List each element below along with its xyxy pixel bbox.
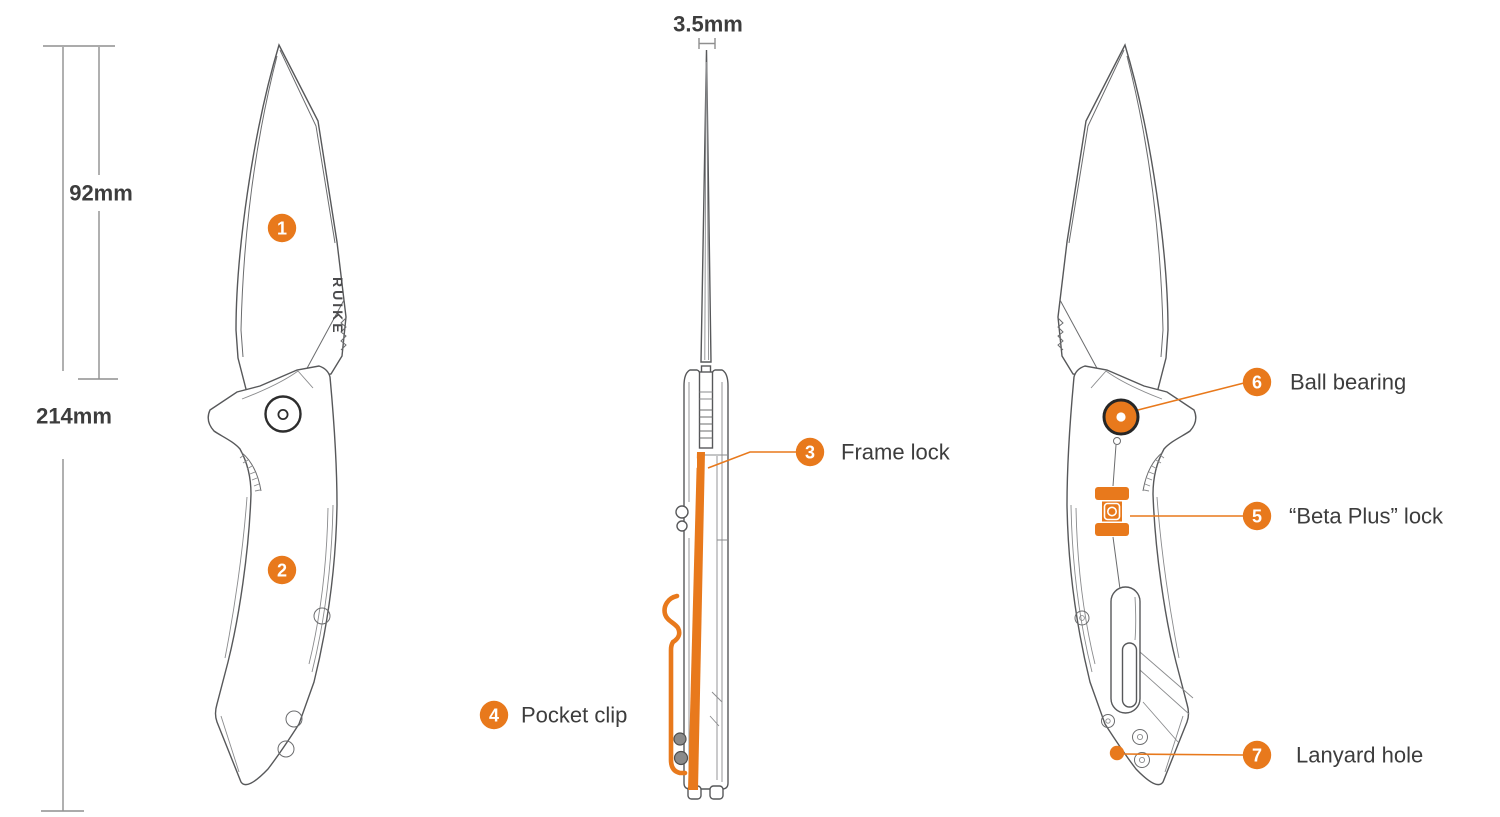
callout-3: 3 Frame lock (707, 437, 951, 469)
callout-5: 5 “Beta Plus” lock (1130, 501, 1444, 531)
spine-break-lines (703, 454, 728, 727)
ball-bearing-label: Ball bearing (1290, 369, 1406, 394)
callout-3-number: 3 (805, 442, 815, 462)
beta-lock-inner-ring (1107, 506, 1118, 517)
frame-lock-bar (688, 452, 705, 790)
lanyard-hole-marker (1109, 745, 1125, 761)
callout-6-badge (1242, 367, 1272, 397)
lanyard-tube-screw-2 (1134, 752, 1150, 768)
lock-rod (1112, 444, 1121, 590)
lanyard-tube-screw-2-center (1138, 756, 1146, 764)
detent-pin (1113, 437, 1121, 445)
handle-screw-butt-1 (285, 710, 303, 728)
handle-screw-butt-2 (277, 740, 295, 758)
spine-liner-lines (688, 382, 723, 782)
callout-2-badge (267, 555, 297, 585)
spine-foot-right (709, 785, 724, 800)
handle-screw-mid (313, 607, 331, 625)
callout-4-number: 4 (489, 705, 499, 725)
dim-thickness-bracket (698, 38, 716, 49)
frame-lock-leader-line (707, 451, 796, 469)
blade-length-dim-label: 92mm (69, 181, 133, 206)
pocket-clip-back-slot (1121, 642, 1138, 708)
pocket-clip-side (662, 593, 688, 776)
spine-screw-2 (673, 750, 689, 766)
callout-7-badge (1242, 740, 1272, 770)
pivot-screw-outer (264, 395, 302, 433)
callout-6: 6 Ball bearing (1137, 367, 1406, 411)
beta-lock-bottom-flange (1095, 523, 1129, 536)
front-view-silhouette (207, 44, 347, 786)
thumb-stud-lower (676, 520, 688, 532)
beta-plus-lock (1095, 487, 1129, 536)
thumb-stud-upper (675, 505, 689, 519)
beta-plus-lock-label: “Beta Plus” lock (1289, 503, 1444, 528)
back-standoff-screw (1074, 610, 1090, 626)
callout-2-number: 2 (277, 560, 287, 580)
spine-view: 3 Frame lock 4 Pocket clip (479, 49, 951, 800)
callout-4-badge (479, 700, 509, 730)
front-view: RUIKE 1 2 (207, 44, 347, 786)
callout-7: 7 Lanyard hole (1123, 740, 1423, 770)
pocket-clip-label: Pocket clip (521, 702, 627, 727)
ball-bearing-center (1116, 412, 1126, 422)
callout-5-number: 5 (1252, 506, 1262, 526)
frame-lock-notches (691, 458, 697, 481)
callout-1: 1 (267, 213, 297, 243)
callout-3-badge (795, 437, 825, 467)
overall-length-dim-label: 214mm (36, 404, 112, 429)
lanyard-tube-screw-1-center (1136, 733, 1144, 741)
callout-2: 2 (267, 555, 297, 585)
callout-5-badge (1242, 501, 1272, 531)
frame-lock-label: Frame lock (841, 439, 951, 464)
beta-lock-inner-square (1103, 502, 1121, 521)
callout-1-badge (267, 213, 297, 243)
ball-bearing-leader-line (1137, 382, 1245, 411)
spine-screw-1 (673, 732, 687, 746)
back-standoff-screw-center (1079, 615, 1085, 621)
beta-lock-top-flange (1095, 487, 1129, 500)
spine-blade-center-line (704, 61, 710, 361)
back-screw-lower (1101, 714, 1115, 728)
brand-logo: RUIKE (330, 277, 346, 336)
back-screw-lower-center (1105, 718, 1111, 724)
spine-tang-jimping (699, 409, 713, 439)
back-scale-seams (1139, 651, 1194, 743)
lanyard-tube-screw-1 (1132, 729, 1148, 745)
dimension-annotations: 92mm 214mm 3.5mm (36, 12, 743, 812)
pocket-clip-back-line (1134, 596, 1137, 641)
spine-tang-lines (699, 391, 713, 400)
callout-4: 4 Pocket clip (479, 700, 627, 730)
callout-6-number: 6 (1252, 372, 1262, 392)
lanyard-hole-leader-line (1123, 753, 1244, 756)
callout-1-number: 1 (277, 218, 287, 238)
lanyard-hole-label: Lanyard hole (1296, 742, 1423, 767)
callout-7-number: 7 (1252, 745, 1262, 765)
thickness-dim-label: 3.5mm (673, 12, 743, 37)
pivot-screw-inner (277, 408, 289, 420)
beta-lock-waist (1102, 501, 1122, 522)
back-view: 6 Ball bearing 5 “Beta Plus” lock 7 Lany… (1057, 44, 1444, 786)
